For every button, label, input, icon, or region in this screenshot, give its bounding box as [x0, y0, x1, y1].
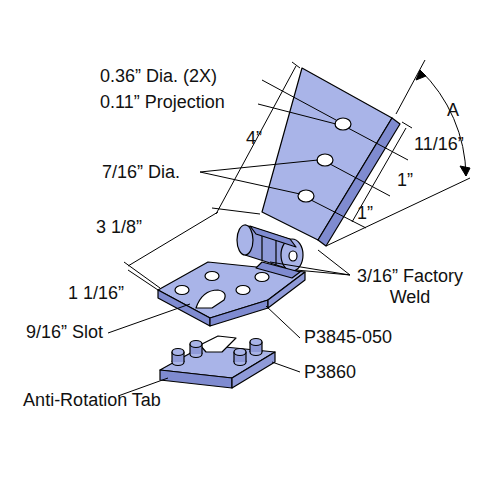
dimension: 1 1/16” [68, 283, 124, 304]
projection-note: 0.11” Projection [100, 92, 225, 113]
dimension: 1” [357, 203, 373, 224]
dimension: 3 1/8” [96, 217, 142, 238]
slot-note: 9/16” Slot [26, 322, 103, 343]
dimension: 4” [246, 128, 262, 149]
weld-note: 3/16” Factory Weld [352, 266, 468, 308]
dimension: 1” [397, 170, 413, 191]
angle-label: A [447, 100, 459, 121]
part-name: Anti-Rotation Tab [22, 390, 162, 411]
part-number: P3845-050 [304, 327, 392, 348]
diameter-note: 7/16” Dia. [102, 162, 180, 183]
dimension: 11/16” [414, 134, 464, 155]
part-number: P3860 [304, 362, 356, 383]
diameter-note: 0.36” Dia. (2X) [100, 66, 217, 87]
